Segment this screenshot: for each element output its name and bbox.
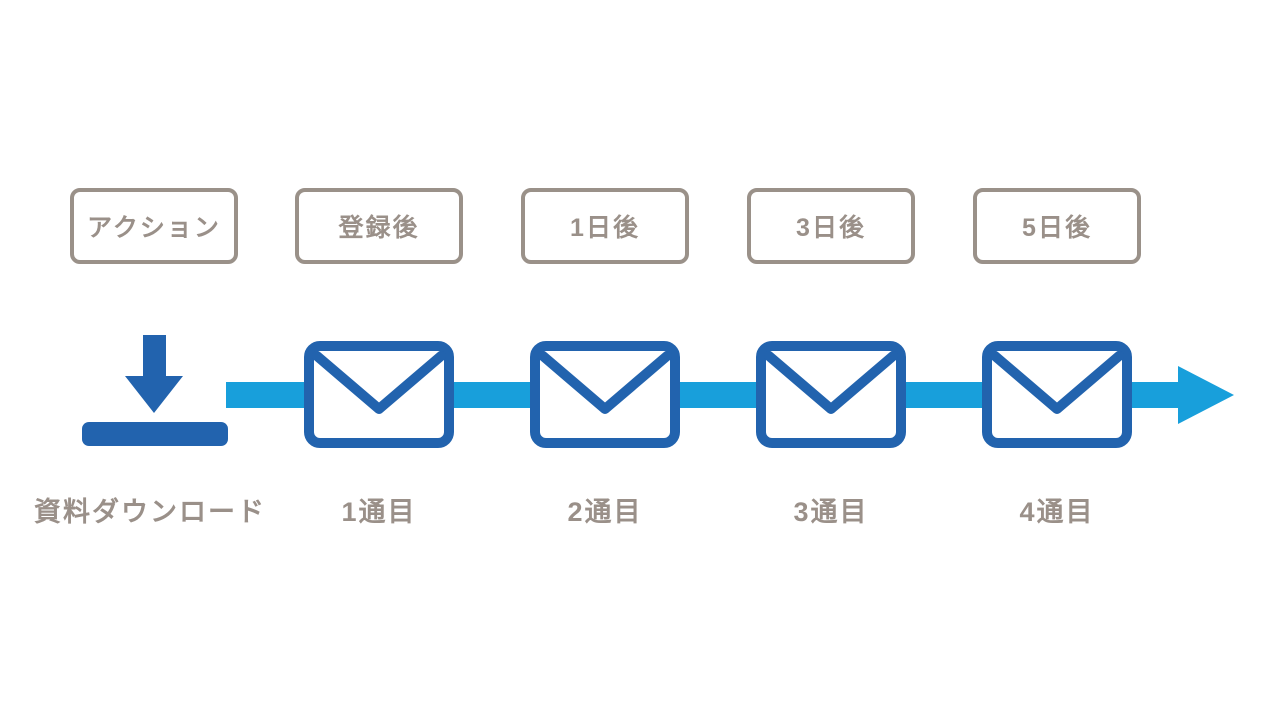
envelope-icon [530, 341, 680, 448]
download-arrow-shaft [143, 335, 166, 381]
timeline-box-day-3: 3日後 [747, 188, 915, 264]
download-arrowhead [125, 376, 183, 413]
timeline-box-label: 1日後 [570, 214, 640, 242]
timeline-box-label: 3日後 [796, 214, 866, 242]
timeline-box-day-1: 1日後 [521, 188, 689, 264]
download-tray-bar [82, 422, 228, 446]
timeline-box-label: 登録後 [338, 214, 420, 242]
timeline-box-after-registration: 登録後 [295, 188, 463, 264]
action-label: 資料ダウンロード [34, 497, 266, 527]
timeline-box-label: 5日後 [1022, 214, 1092, 242]
timeline-box-day-5: 5日後 [973, 188, 1141, 264]
envelope-icon [304, 341, 454, 448]
email-label-3: 3通目 [793, 497, 869, 527]
envelope-icon [756, 341, 906, 448]
timeline-box-action: アクション [70, 188, 238, 264]
email-label-1: 1通目 [341, 497, 417, 527]
timeline-box-label: アクション [87, 214, 221, 242]
envelope-icon [982, 341, 1132, 448]
email-label-2: 2通目 [567, 497, 643, 527]
email-label-4: 4通目 [1019, 497, 1095, 527]
timeline-arrowhead-icon [1178, 366, 1234, 424]
